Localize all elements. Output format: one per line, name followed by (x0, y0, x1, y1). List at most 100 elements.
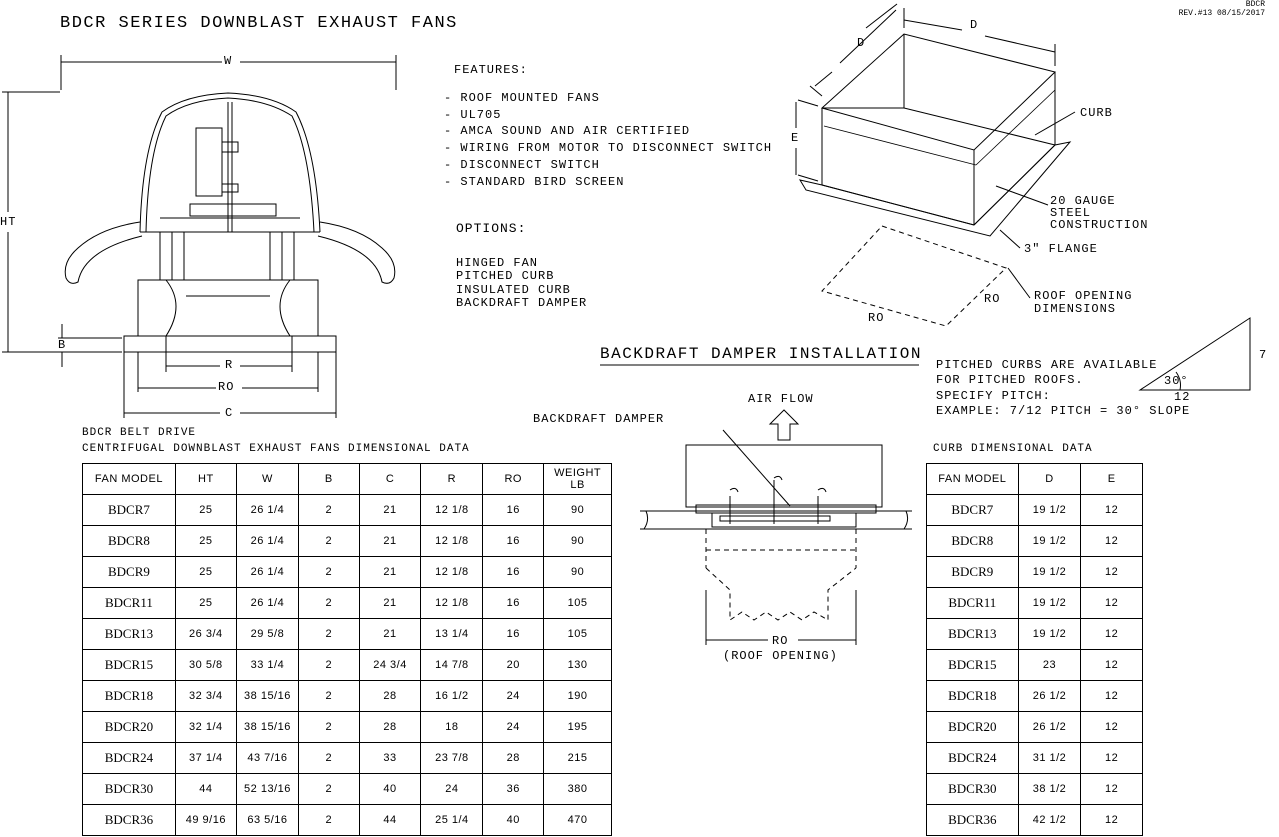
table-cell: 31 1/2 (1017, 742, 1082, 774)
table-cell: 2 (298, 494, 360, 526)
column-header: D (1017, 463, 1082, 495)
table-cell: 215 (543, 742, 612, 774)
table-cell: 23 7/8 (420, 742, 484, 774)
pitch-angle: 30° (1164, 374, 1189, 388)
fan-model-cell: BDCR18 (82, 680, 176, 712)
table-cell: 44 (174, 773, 237, 805)
table-cell: 2 (298, 742, 360, 774)
column-header: RO (482, 463, 545, 495)
table-cell: 105 (543, 618, 612, 650)
fan-table-caption-2: CENTRIFUGAL DOWNBLAST EXHAUST FANS DIMEN… (82, 443, 470, 455)
table-cell: 12 (1080, 494, 1143, 526)
table-cell: 12 (1080, 742, 1143, 774)
table-cell: 24 3/4 (358, 649, 422, 681)
fan-elevation-drawing (2, 55, 397, 418)
table-cell: 32 3/4 (174, 680, 237, 712)
column-header: WEIGHT LB (543, 463, 612, 495)
table-cell: 26 1/4 (235, 587, 300, 619)
table-cell: 16 (482, 587, 545, 619)
table-cell: 26 1/4 (235, 494, 300, 526)
table-cell: 2 (298, 525, 360, 557)
table-cell: 26 3/4 (174, 618, 237, 650)
table-cell: 40 (482, 804, 545, 836)
table-cell: 33 (358, 742, 422, 774)
table-cell: 2 (298, 556, 360, 588)
column-header: HT (174, 463, 237, 495)
table-cell: 90 (543, 556, 612, 588)
table-cell: 90 (543, 525, 612, 557)
table-cell: 2 (298, 587, 360, 619)
damper-ro-label: RO (772, 634, 789, 648)
feature-item: - UL705 (444, 107, 502, 122)
pitch-run: 12 (1174, 390, 1191, 404)
fan-model-cell: BDCR20 (82, 711, 176, 743)
roof-opening-label: ROOF OPENING DIMENSIONS (1034, 289, 1133, 316)
table-cell: 28 (358, 711, 422, 743)
table-cell: 26 1/2 (1017, 711, 1082, 743)
table-cell: 23 (1017, 649, 1082, 681)
table-cell: 44 (358, 804, 422, 836)
column-header: B (298, 463, 360, 495)
option-item: BACKDRAFT DAMPER (456, 295, 588, 310)
table-cell: 130 (543, 649, 612, 681)
table-cell: 21 (358, 618, 422, 650)
table-cell: 19 1/2 (1017, 494, 1082, 526)
dim-b-label: B (58, 338, 67, 352)
fan-model-cell: BDCR13 (82, 618, 176, 650)
table-cell: 25 1/4 (420, 804, 484, 836)
feature-item: - STANDARD BIRD SCREEN (444, 174, 625, 189)
table-cell: 20 (482, 649, 545, 681)
dim-ro-label: RO (218, 380, 235, 394)
fan-model-cell: BDCR36 (82, 804, 176, 836)
column-header: E (1080, 463, 1143, 495)
curb-dim-e: E (791, 131, 800, 145)
table-cell: 25 (174, 494, 237, 526)
table-cell: 25 (174, 587, 237, 619)
table-cell: 37 1/4 (174, 742, 237, 774)
column-header: FAN MODEL (82, 463, 176, 495)
dim-ht-label: HT (0, 215, 17, 229)
table-cell: 42 1/2 (1017, 804, 1082, 836)
dim-c-label: C (225, 406, 234, 420)
fan-model-cell: BDCR15 (926, 649, 1019, 681)
table-cell: 12 (1080, 711, 1143, 743)
table-cell: 12 1/8 (420, 587, 484, 619)
table-cell: 105 (543, 587, 612, 619)
ro-right-label: RO (984, 292, 1001, 306)
page-title: BDCR SERIES DOWNBLAST EXHAUST FANS (60, 14, 458, 33)
table-cell: 16 (482, 556, 545, 588)
table-cell: 2 (298, 649, 360, 681)
table-cell: 190 (543, 680, 612, 712)
table-cell: 49 9/16 (174, 804, 237, 836)
option-item: INSULATED CURB (456, 282, 571, 297)
features-heading: FEATURES: (454, 63, 528, 77)
table-cell: 90 (543, 494, 612, 526)
air-flow-label: AIR FLOW (748, 392, 814, 406)
options-heading: OPTIONS: (456, 221, 527, 236)
table-cell: 12 (1080, 680, 1143, 712)
column-header: FAN MODEL (926, 463, 1019, 495)
pitch-rise: 7 (1259, 348, 1268, 362)
options-list: HINGED FAN PITCHED CURB INSULATED CURB B… (456, 256, 588, 310)
fan-model-cell: BDCR13 (926, 618, 1019, 650)
fan-model-cell: BDCR7 (82, 494, 176, 526)
table-cell: 24 (482, 711, 545, 743)
dim-w-label: W (224, 54, 233, 68)
table-cell: 19 1/2 (1017, 618, 1082, 650)
table-cell: 12 1/8 (420, 525, 484, 557)
table-cell: 16 1/2 (420, 680, 484, 712)
